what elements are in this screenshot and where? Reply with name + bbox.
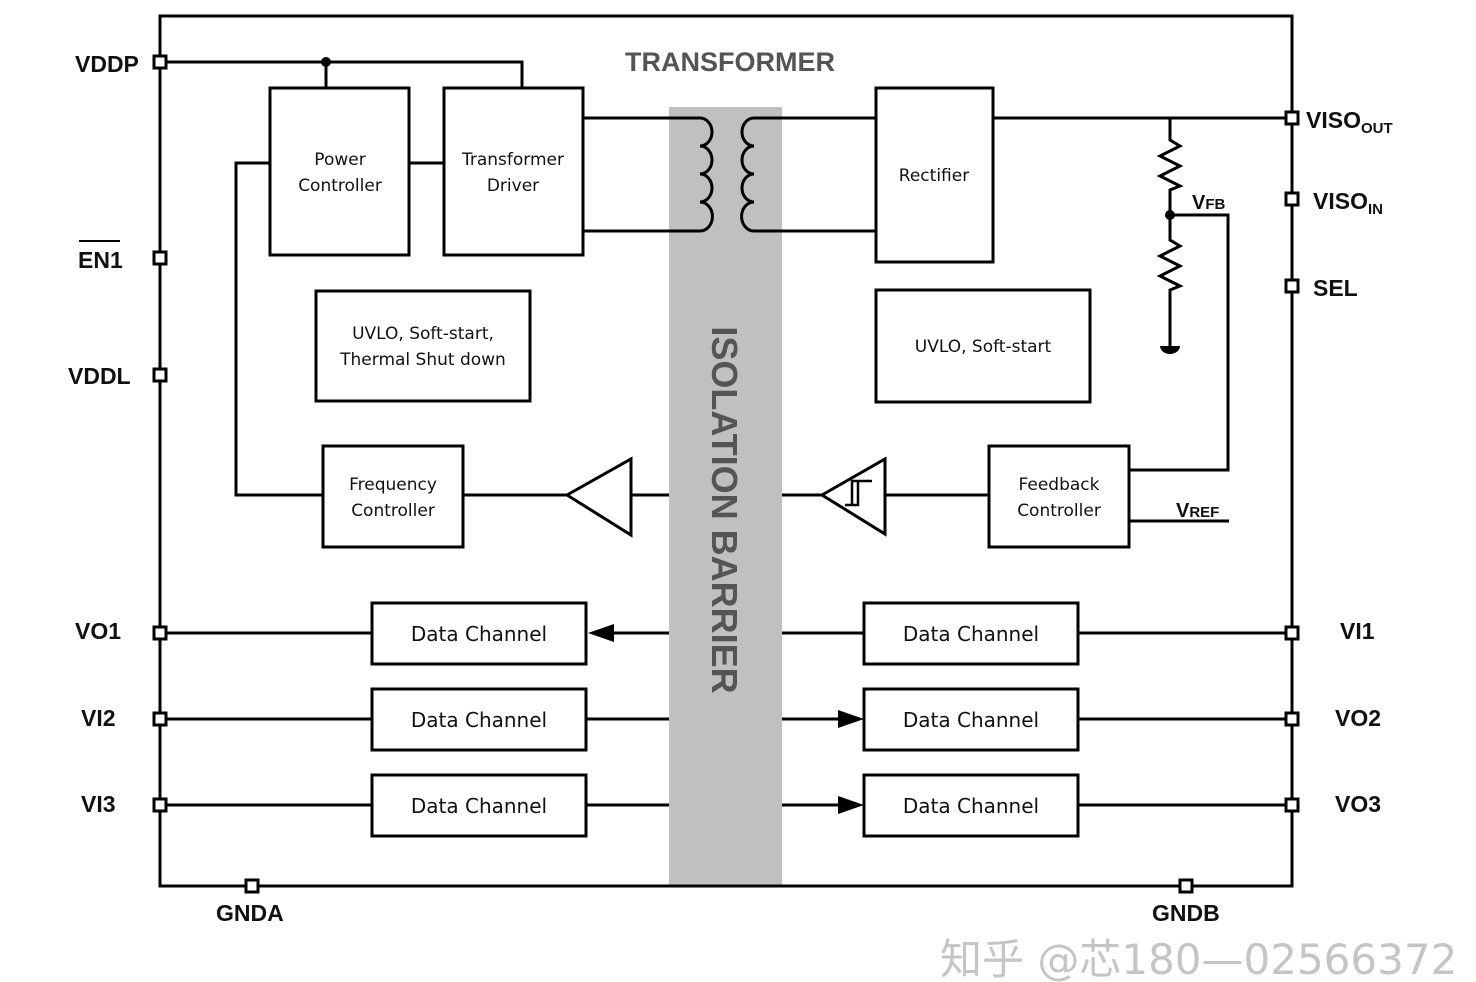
secondary-coil-icon [740,116,755,233]
label-en1: EN1 [78,247,123,273]
pin-gndb [1178,878,1194,894]
data-channel-block: Data Channel [370,601,588,666]
rectifier-block: Rectifier [874,86,995,264]
arrow-right-icon [838,796,864,814]
svg-text:Data Channel: Data Channel [903,622,1039,646]
pin-vi2 [152,711,168,727]
package-outline [158,14,1294,888]
label-gndb: GNDB [1152,900,1220,926]
pin-gnda [244,878,260,894]
label-viso-out: VISOOUT [1306,107,1393,137]
barrier-label: ISOLATION BARRIER [704,326,745,693]
frequency-controller-block: Frequency Controller [321,444,465,549]
pin-viso-in [1284,191,1300,207]
ground-icon [1160,346,1180,354]
pin-vddp [152,54,168,70]
transformer-driver-block: Transformer Driver [442,86,585,257]
pin-sel [1284,278,1300,294]
label-vddl: VDDL [68,363,131,389]
pin-en1 [152,250,168,266]
svg-text:Controller: Controller [351,501,435,521]
pins [152,54,1300,894]
label-vi2: VI2 [81,705,116,731]
label-viso-in: VISOIN [1313,188,1383,218]
data-channel-block: Data Channel [862,773,1080,838]
svg-text:Data Channel: Data Channel [411,708,547,732]
pin-vddl [152,367,168,383]
primary-wire [583,116,700,233]
uvlo-primary-block: UVLO, Soft-start, Thermal Shut down [314,289,532,403]
feedback-controller-block: Feedback Controller [987,444,1131,549]
uvlo-secondary-block: UVLO, Soft-start [874,288,1092,404]
svg-text:Controller: Controller [1017,501,1101,521]
svg-text:Transformer: Transformer [461,150,564,170]
primary-coil-icon [699,116,714,233]
svg-text:Data Channel: Data Channel [411,622,547,646]
vref-label: VREF [1176,500,1219,522]
vfb-label: VFB [1192,192,1226,214]
hysteresis-icon [845,479,872,507]
label-vi3: VI3 [81,791,116,817]
vddp-wire [160,60,524,88]
label-vi1: VI1 [1340,618,1375,644]
label-vddp: VDDP [75,51,139,77]
pin-vo1 [152,625,168,641]
svg-text:Frequency: Frequency [349,475,437,495]
schmitt-buffer-icon [819,456,887,537]
pin-viso-out [1284,110,1300,126]
data-channel-block: Data Channel [370,687,588,752]
pin-vo2 [1284,711,1300,727]
watermark: 知乎 @芯180—02566372 [940,935,1457,982]
svg-text:Power: Power [314,150,365,170]
svg-text:Data Channel: Data Channel [903,708,1039,732]
label-sel: SEL [1313,275,1358,301]
label-gnda: GNDA [216,900,284,926]
label-vo3: VO3 [1335,791,1381,817]
resistor-divider-icon [1156,118,1184,348]
svg-text:Thermal Shut down: Thermal Shut down [339,350,506,370]
svg-text:Data Channel: Data Channel [411,794,547,818]
vfb-wire [1129,213,1230,472]
transformer-title: TRANSFORMER [625,47,835,77]
buffer-triangle-icon [564,456,633,538]
label-vo1: VO1 [75,618,121,644]
power-controller-block: Power Controller [268,86,411,257]
secondary-wire [754,116,876,233]
svg-text:Rectifier: Rectifier [899,166,969,186]
svg-text:Driver: Driver [487,176,539,196]
svg-text:Data Channel: Data Channel [903,794,1039,818]
data-channel-block: Data Channel [862,687,1080,752]
pin-vi3 [152,797,168,813]
pin-vo3 [1284,797,1300,813]
svg-text:UVLO, Soft-start: UVLO, Soft-start [915,337,1052,357]
pin-vi1 [1284,625,1300,641]
label-vo2: VO2 [1335,705,1381,731]
svg-text:UVLO, Soft-start,: UVLO, Soft-start, [352,324,494,344]
data-channel-block: Data Channel [862,601,1080,666]
arrow-right-icon [838,710,864,728]
isolation-barrier [669,107,782,886]
freq-control-wire [234,161,323,497]
junction-dot [321,57,331,67]
data-channel-block: Data Channel [370,773,588,838]
svg-text:Feedback: Feedback [1019,475,1100,495]
arrow-left-icon [588,624,614,642]
svg-text:Controller: Controller [298,176,382,196]
